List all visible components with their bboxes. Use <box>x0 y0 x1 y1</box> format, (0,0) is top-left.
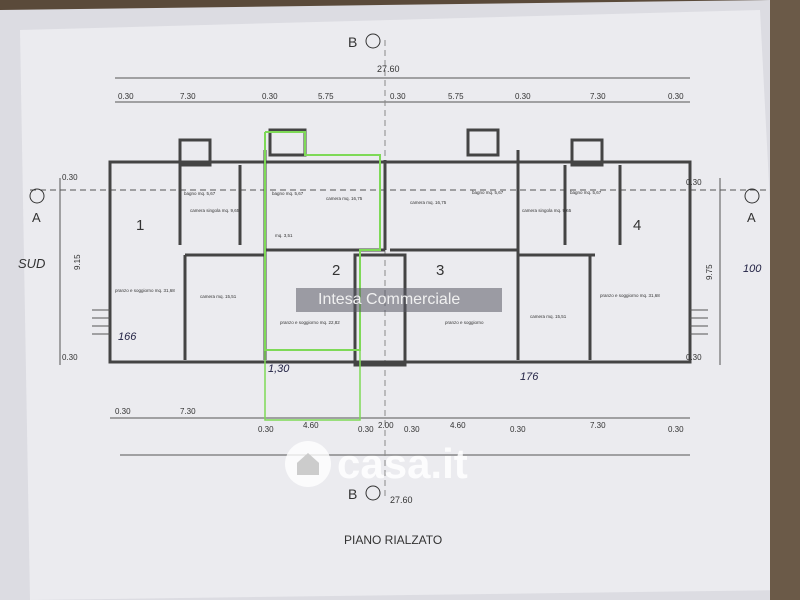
svg-text:camera mq. 16,75: camera mq. 16,75 <box>410 200 447 205</box>
orientation-note: SUD <box>18 256 45 271</box>
unit-number-2: 2 <box>332 262 340 279</box>
svg-text:0.30: 0.30 <box>686 353 702 362</box>
svg-text:0.30: 0.30 <box>510 425 526 434</box>
section-label-top: B <box>348 34 357 50</box>
total-width-top: 27.60 <box>377 64 400 74</box>
dimension-lines <box>30 40 770 500</box>
svg-text:7.30: 7.30 <box>590 421 606 430</box>
unit-number-3: 3 <box>436 262 444 279</box>
svg-text:0.30: 0.30 <box>62 353 78 362</box>
section-markers <box>29 33 760 501</box>
casa-it-watermark: casa.it <box>285 440 468 488</box>
stairs <box>92 309 708 335</box>
svg-text:pranzo e soggiorno: pranzo e soggiorno <box>445 320 484 325</box>
room-labels: bagno mq. 5,67 camera singola mq. 9,65 p… <box>115 190 660 325</box>
svg-text:7.30: 7.30 <box>180 407 196 416</box>
svg-text:bagno mq. 5,67: bagno mq. 5,67 <box>272 191 304 196</box>
plan-title: PIANO RIALZATO <box>344 533 442 547</box>
unit-2-highlight <box>264 131 381 351</box>
svg-text:bagno mq. 5,67: bagno mq. 5,67 <box>472 190 504 195</box>
svg-text:mq. 3,51: mq. 3,51 <box>275 233 293 238</box>
svg-text:4.60: 4.60 <box>303 421 319 430</box>
svg-text:0.30: 0.30 <box>686 178 702 187</box>
svg-text:100: 100 <box>743 263 762 275</box>
agency-watermark: Intesa Commerciale <box>296 288 502 312</box>
svg-text:camera mq. 15,51: camera mq. 15,51 <box>530 314 567 319</box>
unit-number-1: 1 <box>136 217 144 234</box>
svg-text:0.30: 0.30 <box>668 92 684 101</box>
svg-text:0.30: 0.30 <box>515 92 531 101</box>
svg-text:0.30: 0.30 <box>62 173 78 182</box>
svg-text:7.30: 7.30 <box>590 92 606 101</box>
svg-text:0.30: 0.30 <box>668 425 684 434</box>
bottom-dimensions: 0.30 7.30 0.30 4.60 0.30 2.00 0.30 4.60 0.30… <box>115 407 684 434</box>
svg-text:0.30: 0.30 <box>390 92 406 101</box>
svg-text:camera singola mq. 9,65: camera singola mq. 9,65 <box>522 208 572 213</box>
svg-text:0.30: 0.30 <box>262 92 278 101</box>
top-dimensions: 0.30 7.30 0.30 5.75 0.30 5.75 0.30 7.30 0.30 <box>118 92 684 101</box>
walls <box>108 128 692 367</box>
svg-text:bagno mq. 5,67: bagno mq. 5,67 <box>184 191 216 196</box>
svg-text:0.30: 0.30 <box>115 407 131 416</box>
svg-text:pranzo e soggiorno mq. 31,68: pranzo e soggiorno mq. 31,68 <box>600 293 660 298</box>
svg-text:camera mq. 16,75: camera mq. 16,75 <box>326 196 363 201</box>
svg-text:4.60: 4.60 <box>450 421 466 430</box>
svg-text:5.75: 5.75 <box>448 92 464 101</box>
svg-text:camera mq. 15,51: camera mq. 15,51 <box>200 294 237 299</box>
handwritten-notes: 166 100 176 1,30 <box>118 263 762 383</box>
casa-it-text: casa.it <box>337 440 468 487</box>
axis-label-left: A <box>32 210 41 225</box>
svg-text:9.15: 9.15 <box>73 254 82 270</box>
svg-text:166: 166 <box>118 331 137 343</box>
svg-text:pranzo e soggiorno mq. 31,68: pranzo e soggiorno mq. 31,68 <box>115 288 175 293</box>
svg-text:1,30: 1,30 <box>268 363 290 375</box>
unit-number-4: 4 <box>633 217 641 234</box>
svg-text:0.30: 0.30 <box>358 425 374 434</box>
svg-text:9.75: 9.75 <box>705 264 714 280</box>
total-width-bottom: 27.60 <box>390 495 413 505</box>
svg-text:pranzo e soggiorno mq. 22,82: pranzo e soggiorno mq. 22,82 <box>280 320 340 325</box>
axis-label-right: A <box>747 210 756 225</box>
svg-text:5.75: 5.75 <box>318 92 334 101</box>
svg-text:0.30: 0.30 <box>118 92 134 101</box>
house-logo-icon <box>285 441 331 487</box>
svg-text:0.30: 0.30 <box>404 425 420 434</box>
svg-text:bagno mq. 5,67: bagno mq. 5,67 <box>570 190 602 195</box>
section-label-bottom: B <box>348 486 357 502</box>
svg-text:2.00: 2.00 <box>378 421 394 430</box>
side-dimensions: 0.30 9.15 0.30 0.30 9.75 0.30 <box>62 173 714 362</box>
svg-text:176: 176 <box>520 371 539 383</box>
svg-text:0.30: 0.30 <box>258 425 274 434</box>
svg-text:7.30: 7.30 <box>180 92 196 101</box>
svg-text:camera singola mq. 9,65: camera singola mq. 9,65 <box>190 208 240 213</box>
